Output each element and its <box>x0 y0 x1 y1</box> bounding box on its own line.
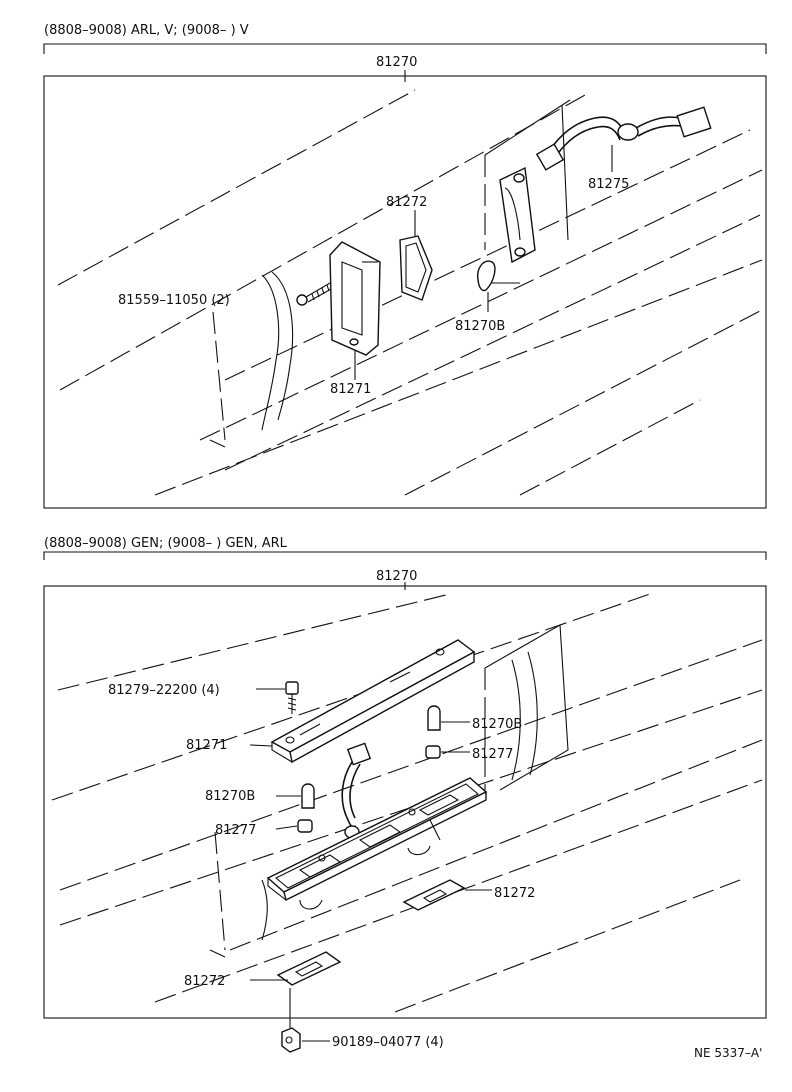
screw-81279 <box>285 681 299 714</box>
gasket-81272 <box>399 210 433 301</box>
gasket-left-81272 <box>276 951 342 986</box>
top-section-caption: (8808–9008) ARL, V; (9008– ) V <box>44 23 249 38</box>
top-body-outline <box>57 89 763 496</box>
label-socket-cord-81275: 81275 <box>588 177 629 192</box>
label-gasket-left-81272: 81272 <box>184 974 225 989</box>
lamp-housing <box>499 166 536 264</box>
bottom-assembly-label: 81270 <box>376 569 417 584</box>
grommet-right-81277 <box>425 745 441 759</box>
gasket-right-81272 <box>402 879 466 911</box>
label-gasket-right-81272: 81272 <box>494 886 535 901</box>
bottom-diagram-frame <box>43 585 767 1019</box>
label-bulb-left-81270b: 81270B <box>205 789 255 804</box>
leader-lens-bar <box>249 744 273 747</box>
label-grommet-right-81277: 81277 <box>472 747 513 762</box>
leader-grommet-left <box>275 825 298 830</box>
top-diagram-frame <box>43 75 767 509</box>
nut-90189 <box>281 988 301 1053</box>
screw-81559 <box>296 282 332 306</box>
bulb-left-81270b <box>301 783 315 809</box>
figure-code: NE 5337–A' <box>694 1046 762 1060</box>
label-gasket-81272: 81272 <box>386 195 427 210</box>
top-assembly-label: 81270 <box>376 55 417 70</box>
label-grommet-left-81277: 81277 <box>215 823 256 838</box>
label-screw-81279: 81279–22200 (4) <box>108 683 220 698</box>
label-nut-90189: 90189–04077 (4) <box>332 1035 444 1050</box>
bulb-right-81270b <box>427 705 441 731</box>
lens-81271 <box>329 241 381 380</box>
bulb-81270b <box>477 260 496 312</box>
bottom-body-outline <box>51 593 763 1013</box>
label-lens-81271: 81271 <box>330 382 371 397</box>
lamp-housing-bottom <box>266 777 488 910</box>
grommet-left-81277 <box>297 819 313 833</box>
lens-bar-81271 <box>270 639 476 764</box>
label-bulb-right-81270b: 81270B <box>472 717 522 732</box>
label-screw-81559: 81559–11050 (2) <box>118 293 230 308</box>
label-lens-bar-81271: 81271 <box>186 738 227 753</box>
socket-cord-bottom <box>341 742 372 843</box>
socket-cord-81275 <box>535 106 712 172</box>
label-bulb-81270b: 81270B <box>455 319 505 334</box>
bottom-section-caption: (8808–9008) GEN; (9008– ) GEN, ARL <box>44 536 288 551</box>
